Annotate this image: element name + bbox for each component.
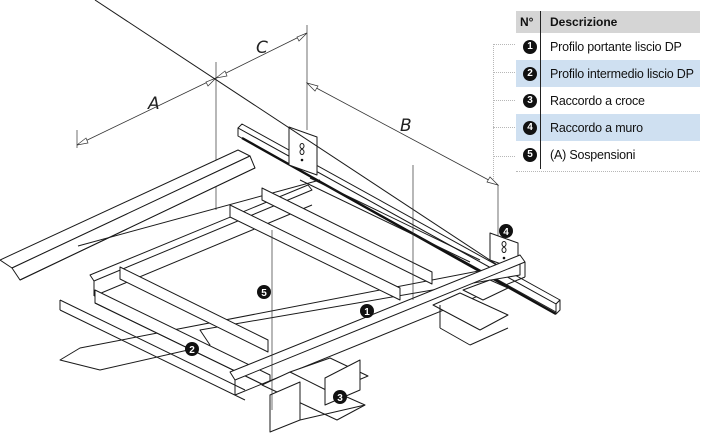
legend-table: N° Descrizione 1 Profilo portante liscio… [516,11,700,168]
callout-1: 1 [360,304,374,318]
legend-description: (A) Sospensioni [550,147,636,162]
dimension-line-a [76,77,217,146]
dimension-line-b [306,82,499,186]
callout-3: 3 [333,390,347,404]
legend-column-divider [540,11,541,169]
legend-description: Profilo portante liscio DP [550,39,682,54]
legend-row: 3 Raccordo a croce [516,87,700,114]
dimension-lines: A C B [76,25,500,238]
legend-number-badge: 3 [523,93,537,108]
legend-header-number: N° [520,15,534,29]
svg-text:3: 3 [337,393,343,404]
legend-row: 5 (A) Sospensioni [516,141,700,168]
legend-description: Raccordo a croce [550,93,645,108]
legend-number-badge: 1 [523,39,537,54]
callout-4: 4 [499,224,513,238]
legend-dotted-leader [493,156,515,157]
legend-row: 4 Raccordo a muro [516,114,700,141]
legend-dotted-leader [493,44,515,45]
grid-frame [59,177,526,401]
legend-header-description: Descrizione [550,15,618,29]
callout-2: 2 [185,342,199,356]
legend-description: Profilo intermedio liscio DP [550,66,694,81]
dimension-line-c [215,32,308,79]
legend-dotted-leader [493,127,515,128]
legend-bottom-rule [516,171,700,172]
callout-badges: 1 2 3 4 5 [185,224,513,404]
svg-text:5: 5 [261,288,267,299]
dimension-label-b: B [400,116,412,136]
legend-description: Raccordo a muro [550,120,643,135]
legend-dotted-guide [493,44,494,179]
legend-dotted-leader [493,72,515,73]
main-beam-front [59,0,521,371]
cross-beam-left [0,149,321,281]
legend-header: N° Descrizione [516,11,700,33]
legend-number-badge: 4 [523,120,537,135]
dimension-label-a: A [147,94,160,114]
cross-connector-bottom [261,357,369,433]
wall-channel [237,123,561,316]
svg-text:1: 1 [364,307,370,318]
legend-dotted-leader [493,100,515,101]
svg-text:2: 2 [189,345,195,356]
legend-number-badge: 5 [523,147,537,162]
cross-connector-right [432,279,509,346]
legend-row: 2 Profilo intermedio liscio DP [516,60,700,87]
legend-number-badge: 2 [523,66,537,81]
suspension-rods [271,165,414,410]
legend-row: 1 Profilo portante liscio DP [516,33,700,60]
svg-text:4: 4 [503,227,509,238]
wall-bracket-left [288,126,318,176]
dimension-label-c: C [256,38,268,58]
callout-5: 5 [257,285,271,299]
